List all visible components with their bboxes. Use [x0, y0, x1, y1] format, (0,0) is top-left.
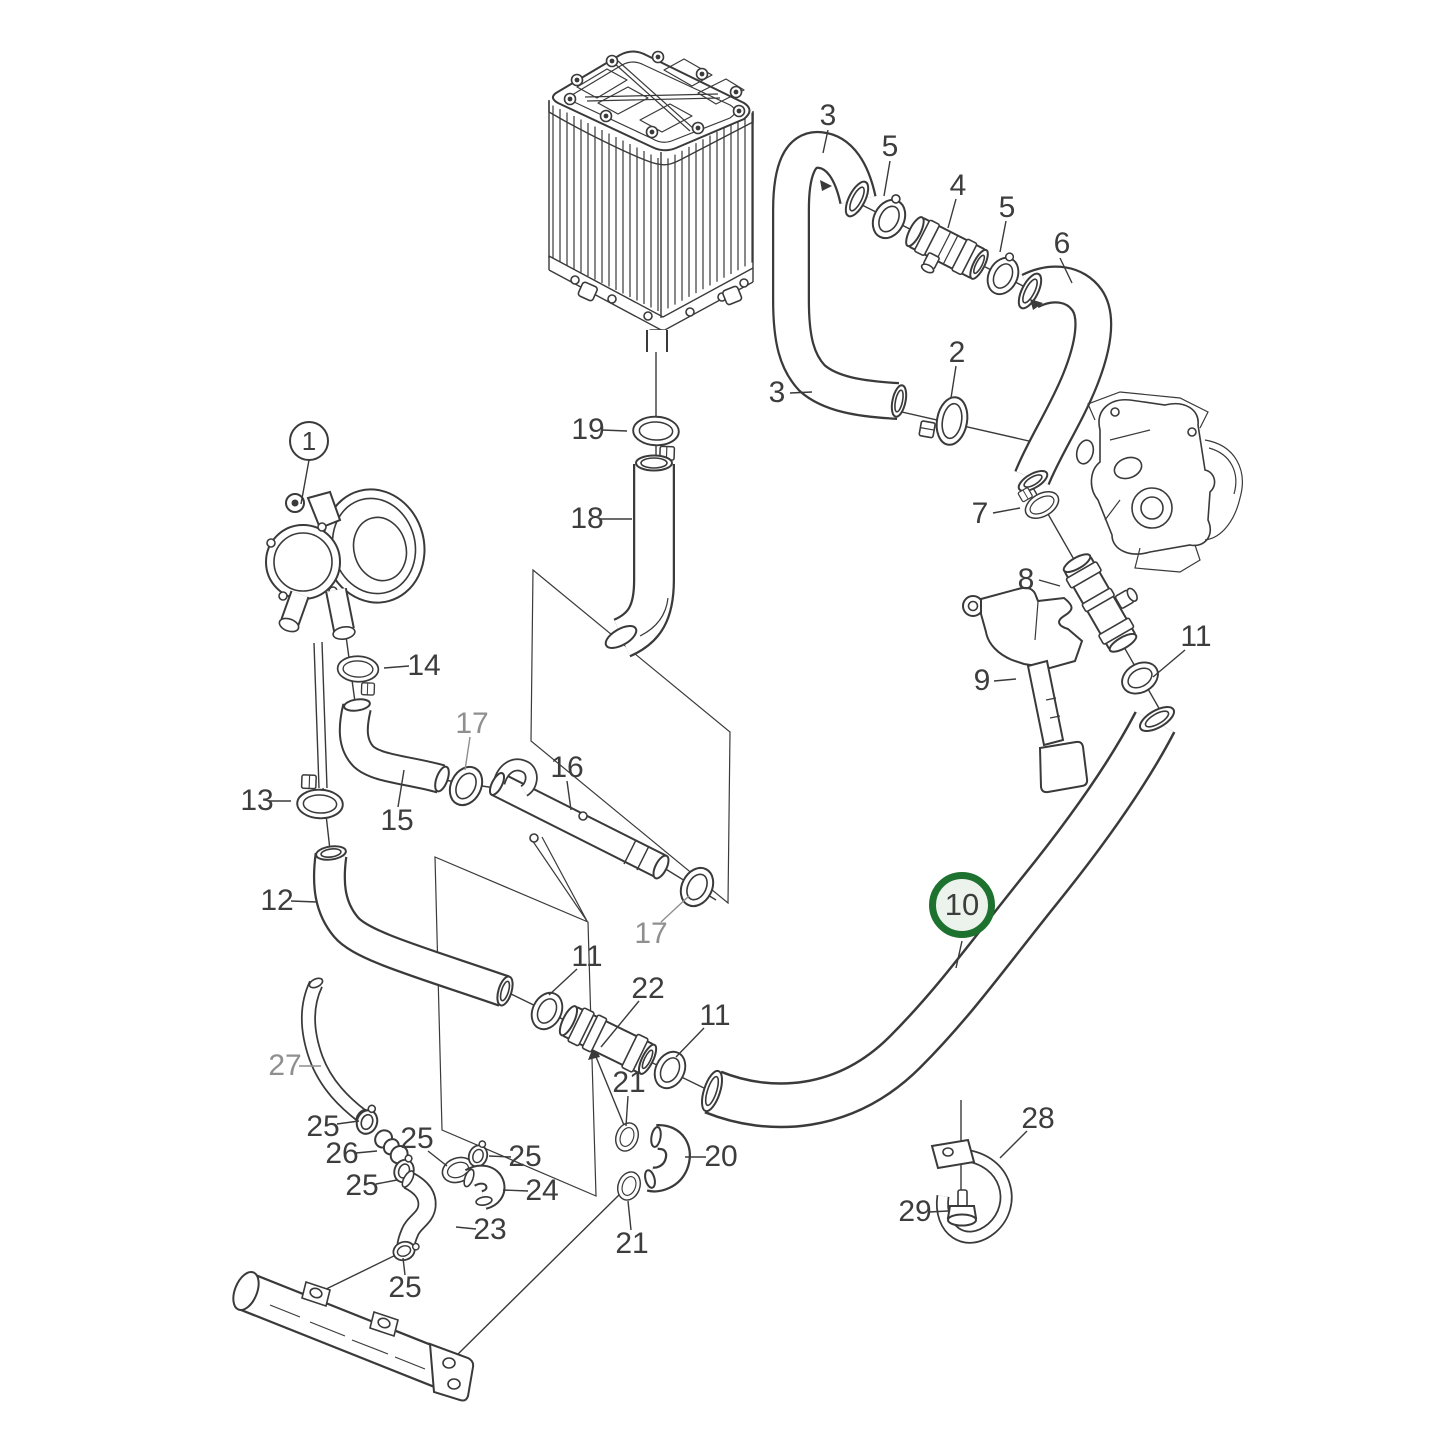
part-label-11: 11 [571, 940, 603, 973]
seal-ring-21a-drawing [611, 1119, 643, 1155]
reference-plane-upper [530, 568, 731, 905]
part-label-5: 5 [998, 191, 1016, 224]
part-label-12: 12 [260, 884, 294, 917]
connector-26-drawing [374, 1129, 409, 1165]
clamp-17a-drawing [442, 760, 490, 812]
leader-lines [270, 129, 1186, 1276]
part-label-25: 25 [345, 1169, 379, 1202]
coolant-rail-drawing [232, 1271, 475, 1402]
part-balloon-10-label: 10 [944, 887, 980, 922]
part-label-21: 21 [612, 1066, 646, 1099]
bolt-29-drawing [946, 1189, 978, 1227]
connector-22-drawing [558, 1005, 658, 1075]
part-label-2: 2 [948, 336, 966, 369]
part-label-21: 21 [615, 1227, 649, 1260]
connector-8-drawing [1062, 553, 1138, 653]
part-label-17: 17 [634, 917, 668, 950]
part-label-28: 28 [1021, 1102, 1055, 1135]
reference-plane-lower [434, 856, 597, 1197]
part-label-19: 19 [571, 413, 605, 446]
part-label-15: 15 [380, 804, 414, 837]
hose-18-drawing [604, 454, 675, 658]
part-label-25: 25 [400, 1122, 434, 1155]
pointer-wedge [531, 836, 588, 922]
hose-27-drawing [301, 977, 369, 1124]
seal-ring-11c-drawing [1115, 655, 1165, 701]
clamp-17b-drawing [673, 861, 721, 913]
seal-ring-21b-drawing [613, 1168, 645, 1204]
elbow-23-drawing [396, 1170, 437, 1247]
elbow-24-drawing [463, 1164, 506, 1210]
part-label-3: 3 [768, 376, 786, 409]
part-label-24: 24 [525, 1174, 559, 1207]
part-label-22: 22 [631, 972, 665, 1005]
part-label-20: 20 [704, 1140, 738, 1173]
intercooler-drawing [548, 50, 754, 352]
hose-3-drawing [772, 130, 908, 420]
connector-4-drawing [905, 216, 989, 280]
clamp-25e-drawing [389, 1236, 423, 1265]
muted-leader-lines [299, 736, 690, 1067]
part-label-5: 5 [881, 130, 899, 163]
part-label-9: 9 [973, 664, 991, 697]
part-balloon-10-highlight: 10 [929, 872, 995, 938]
hose-6-drawing [1014, 265, 1113, 493]
intercooler-bolts [563, 50, 746, 139]
part-balloon-1: 1 [289, 421, 329, 461]
bracket-9-drawing [962, 586, 1089, 794]
part-label-8: 8 [1017, 563, 1035, 596]
hose-10-drawing [700, 705, 1176, 1129]
part-label-11: 11 [1180, 620, 1212, 653]
part-label-16: 16 [550, 751, 584, 784]
part-label-17: 17 [455, 707, 489, 740]
part-label-11: 11 [699, 999, 731, 1032]
clamp-14-drawing [335, 654, 380, 697]
hose-15-drawing [338, 698, 450, 794]
pipe-16-drawing [488, 758, 670, 880]
part-label-29: 29 [898, 1195, 932, 1228]
part-label-4: 4 [949, 169, 967, 202]
part-label-25: 25 [306, 1110, 340, 1143]
loop-clamp-28-drawing [930, 1138, 1013, 1244]
hose-12-drawing [312, 845, 514, 1007]
bypass-valve-drawing [265, 488, 426, 789]
turbo-housing-reference-drawing [1075, 391, 1243, 573]
clamp-2-drawing [917, 391, 972, 449]
part-label-7: 7 [971, 497, 989, 530]
part-label-14: 14 [407, 649, 441, 682]
part-label-27: 27 [268, 1049, 302, 1082]
part-label-25: 25 [388, 1271, 422, 1304]
part-label-13: 13 [240, 784, 274, 817]
elbow-20-drawing [644, 1124, 691, 1193]
part-label-18: 18 [570, 502, 604, 535]
clamp-13-drawing [295, 773, 345, 820]
part-label-25: 25 [508, 1140, 542, 1173]
part-balloon-1-label: 1 [301, 425, 317, 456]
part-label-23: 23 [473, 1213, 507, 1246]
part-label-6: 6 [1053, 227, 1071, 260]
part-label-3: 3 [819, 99, 837, 132]
part-label-26: 26 [325, 1137, 359, 1170]
